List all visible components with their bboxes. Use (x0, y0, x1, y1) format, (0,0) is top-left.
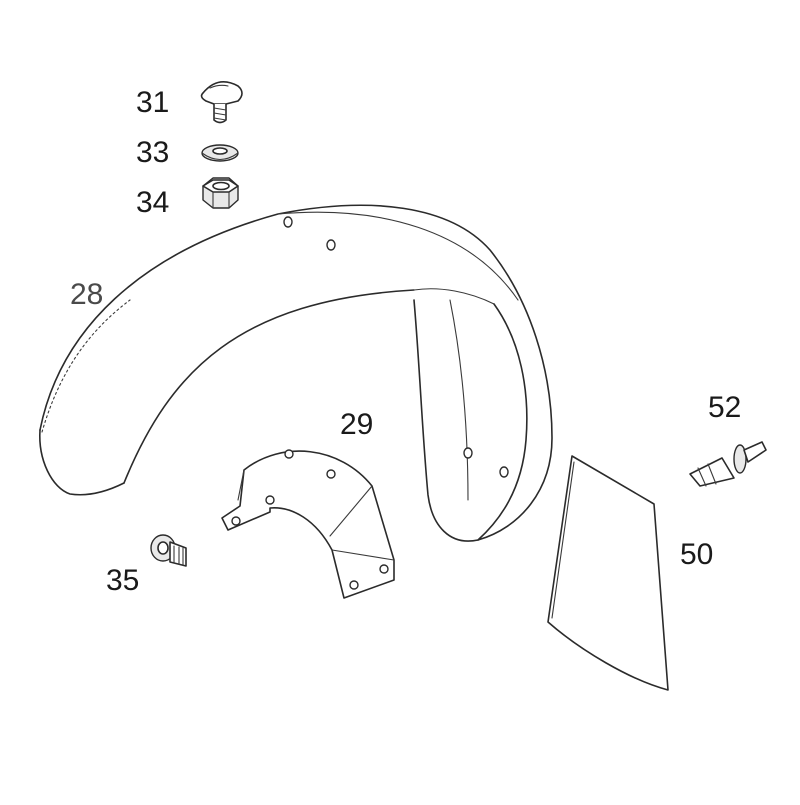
mud-flap-50 (547, 455, 669, 691)
part-label-29: 29 (340, 408, 374, 441)
hex-nut-34 (202, 177, 239, 209)
washer-33 (201, 144, 239, 162)
part-label-35: 35 (106, 564, 140, 597)
part-label-34: 34 (136, 186, 170, 219)
part-label-28: 28 (70, 278, 104, 311)
part-label-50: 50 (680, 538, 714, 571)
part-label-33: 33 (136, 136, 170, 169)
fender-28 (39, 204, 553, 542)
part-label-52: 52 (708, 391, 742, 424)
bracket-29 (221, 449, 395, 599)
bolt-35 (150, 534, 187, 567)
part-label-31: 31 (136, 86, 170, 119)
screw-31 (200, 81, 243, 124)
plug-fastener-52 (689, 441, 767, 487)
